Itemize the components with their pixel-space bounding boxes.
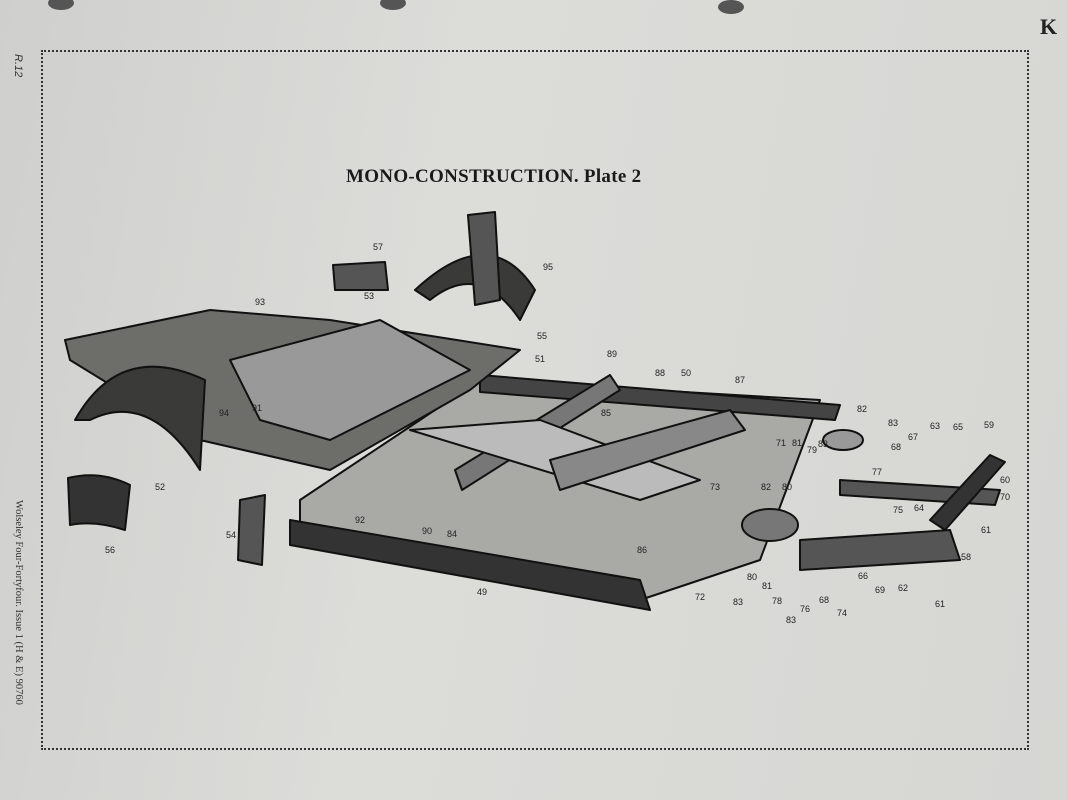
- callout-87: 87: [734, 375, 746, 385]
- callout-70: 70: [999, 492, 1011, 502]
- page-border: [41, 50, 1029, 750]
- callout-83: 83: [732, 597, 744, 607]
- callout-80: 80: [746, 572, 758, 582]
- binder-hole: [48, 0, 74, 10]
- side-sill: [289, 519, 651, 611]
- plate-title: MONO-CONSTRUCTION. Plate 2: [346, 166, 642, 187]
- right-rail: [479, 374, 841, 421]
- wheel-arch-right: [414, 254, 536, 321]
- callout-78: 78: [771, 596, 783, 606]
- callout-50: 50: [680, 368, 692, 378]
- callout-65: 65: [952, 422, 964, 432]
- callout-59: 59: [983, 420, 995, 430]
- front-subframe: [799, 529, 961, 571]
- binder-hole: [718, 0, 744, 14]
- suspension-mount: [741, 508, 799, 542]
- panel-57: [332, 261, 389, 291]
- corner-mark: K: [1040, 14, 1058, 39]
- callout-94: 94: [218, 408, 230, 418]
- callout-54: 54: [225, 530, 237, 540]
- callout-83: 83: [785, 615, 797, 625]
- callout-92: 92: [354, 515, 366, 525]
- callout-83: 83: [817, 439, 829, 449]
- callout-81: 81: [761, 581, 773, 591]
- callout-58: 58: [960, 552, 972, 562]
- callout-61: 61: [980, 525, 992, 535]
- callout-91: 91: [251, 403, 263, 413]
- callout-90: 90: [421, 526, 433, 536]
- callout-68: 68: [818, 595, 830, 605]
- callout-67: 67: [907, 432, 919, 442]
- mount-82: [822, 429, 864, 451]
- callout-88: 88: [654, 368, 666, 378]
- callout-77: 77: [871, 467, 883, 477]
- binder-hole: [380, 0, 406, 10]
- callout-57: 57: [372, 242, 384, 252]
- callout-79: 79: [806, 445, 818, 455]
- callout-75: 75: [892, 505, 904, 515]
- callout-84: 84: [446, 529, 458, 539]
- callout-53: 53: [363, 291, 375, 301]
- callout-82: 82: [856, 404, 868, 414]
- callout-56: 56: [104, 545, 116, 555]
- callout-82: 82: [760, 482, 772, 492]
- callout-68: 68: [890, 442, 902, 452]
- callout-62: 62: [897, 583, 909, 593]
- callout-85: 85: [600, 408, 612, 418]
- callout-63: 63: [929, 421, 941, 431]
- callout-49: 49: [476, 587, 488, 597]
- callout-51: 51: [534, 354, 546, 364]
- tunnel-88: [549, 409, 746, 491]
- callout-64: 64: [913, 503, 925, 513]
- panel-56: [67, 474, 131, 531]
- callout-86: 86: [636, 545, 648, 555]
- callout-60: 60: [999, 475, 1011, 485]
- callout-81: 81: [791, 438, 803, 448]
- callout-89: 89: [606, 349, 618, 359]
- panel-95: [467, 211, 501, 306]
- panel-54: [237, 494, 266, 566]
- wheel-arch-left: [74, 365, 206, 471]
- callout-66: 66: [857, 571, 869, 581]
- callout-61: 61: [934, 599, 946, 609]
- callout-74: 74: [836, 608, 848, 618]
- callout-80: 80: [781, 482, 793, 492]
- callout-69: 69: [874, 585, 886, 595]
- callout-76: 76: [799, 604, 811, 614]
- callout-95: 95: [542, 262, 554, 272]
- callout-52: 52: [154, 482, 166, 492]
- callout-71: 71: [775, 438, 787, 448]
- callout-55: 55: [536, 331, 548, 341]
- callout-73: 73: [709, 482, 721, 492]
- callout-83: 83: [887, 418, 899, 428]
- callout-72: 72: [694, 592, 706, 602]
- callout-93: 93: [254, 297, 266, 307]
- rear-floor: [229, 319, 471, 441]
- front-crossbar: [929, 454, 1006, 531]
